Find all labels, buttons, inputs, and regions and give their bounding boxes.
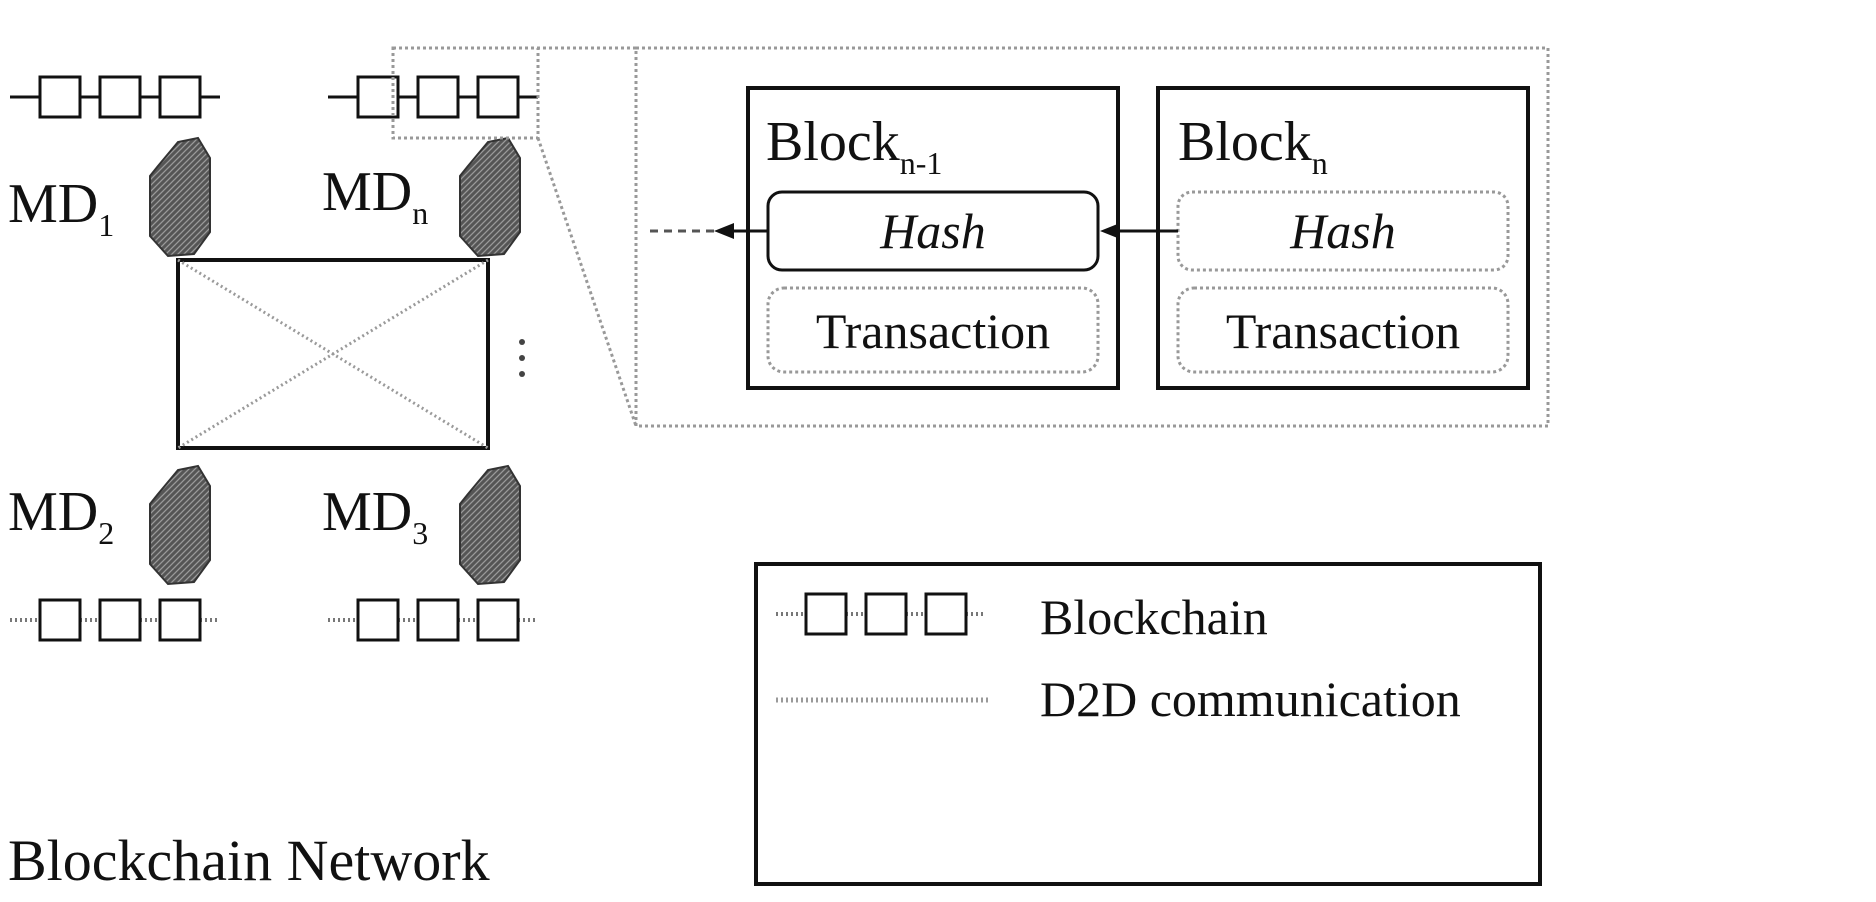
legend-label-d2d: D2D communication [1040, 671, 1461, 727]
d2d-link [178, 260, 488, 448]
blockchain-network: MD1 MDn MD2 MD3 Blockchain Network [8, 77, 538, 893]
device-icon [460, 138, 520, 256]
chain-md3 [328, 600, 538, 640]
device-icon [460, 466, 520, 584]
transaction-label: Transaction [816, 303, 1050, 359]
block-title: Blockn [1178, 111, 1328, 181]
legend: Blockchain D2D communication [756, 564, 1540, 884]
device-label-mdn: MDn [322, 161, 428, 231]
more-devices-ellipsis [519, 339, 525, 377]
block-n: Blockn Hash Transaction [1158, 88, 1528, 388]
chain-icon [776, 594, 986, 634]
chain-md1 [10, 77, 220, 117]
hash-label: Hash [1289, 203, 1396, 259]
block-n-minus-1: Blockn-1 Hash Transaction [748, 88, 1118, 388]
block-detail-panel: Blockn-1 Hash Transaction Blockn Hash Tr… [636, 48, 1548, 426]
device-label-md2: MD2 [8, 481, 114, 551]
device-icon [150, 138, 210, 256]
device-label-md1: MD1 [8, 173, 114, 243]
device-icon [150, 466, 210, 584]
hash-label: Hash [879, 203, 986, 259]
chain-md2 [10, 600, 220, 640]
device-label-md3: MD3 [322, 481, 428, 551]
legend-label-blockchain: Blockchain [1040, 589, 1268, 645]
network-caption: Blockchain Network [8, 828, 490, 893]
chain-mdn [328, 77, 538, 117]
transaction-label: Transaction [1226, 303, 1460, 359]
